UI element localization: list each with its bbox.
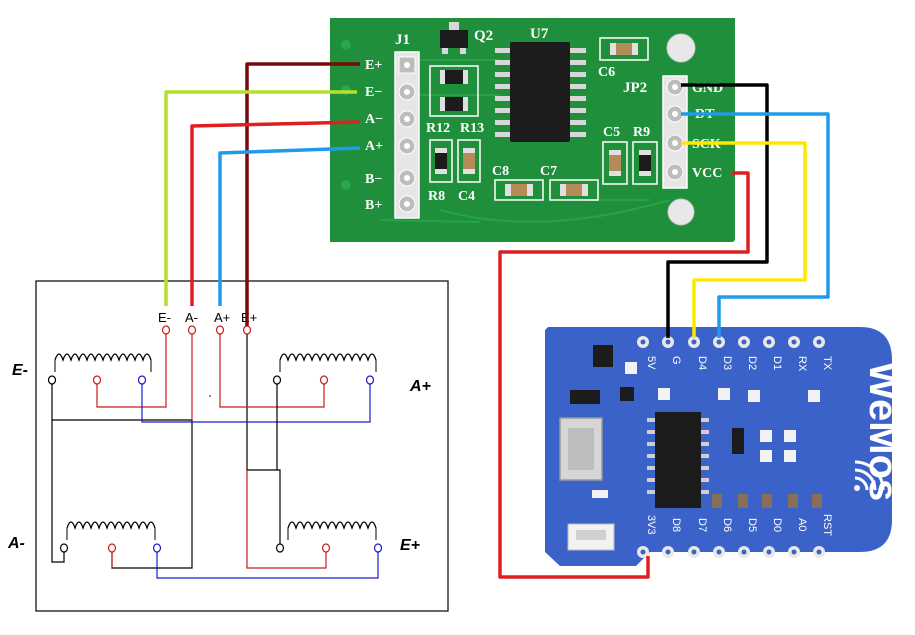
wire-e-plus [245,62,360,326]
wemos-pin-d8: D8 [670,518,682,532]
label-u7: U7 [530,26,549,42]
wemos-pin-d0: D0 [771,518,783,532]
label-r12: R12 [426,121,450,136]
wire-a-minus [190,120,361,306]
pin-label-a-minus: A− [365,112,383,127]
label-c5: C5 [603,125,620,140]
coil-bottom-left [66,521,156,531]
wire-a-plus [218,146,361,306]
coil-bottom-right [287,521,377,531]
wire-vcc [498,171,750,579]
load-cell-panel: E- A- A+ E+ E- A+ A- E+ [7,280,449,612]
wire-e-minus [164,90,357,306]
label-c6: C6 [598,65,615,80]
corner-label-bottom-left: A- [7,535,25,552]
wemos-pin-d6: D6 [721,518,733,532]
corner-label-top-right: A+ [409,378,431,395]
wire-label-a-minus: A- [185,310,198,325]
label-jp2: JP2 [623,80,647,96]
coil-top-right [279,353,377,363]
coil-top-left [54,353,152,363]
pin-label-vcc: VCC [692,166,722,181]
wemos-pin-d2: D2 [746,356,758,370]
wire-label-e-minus: E- [158,310,171,325]
pin-label-a-plus: A+ [365,139,383,154]
wemos-pin-d3: D3 [721,356,733,370]
u7-chip [495,42,586,142]
wifi-icon [854,460,885,491]
wemos-pin-tx: TX [821,356,833,371]
pin-label-e-plus: E+ [365,58,382,73]
label-c8: C8 [492,164,509,179]
wire-sck [681,141,807,338]
wire-label-a-plus: A+ [214,310,230,325]
pin-label-b-minus: B− [365,172,382,187]
label-c7: C7 [540,164,557,179]
wemos-pin-d4: D4 [696,356,708,370]
wemos-pin-d1: D1 [771,356,783,370]
wire-gnd [666,83,769,338]
wemos-board: 5V G D4 D3 D2 D1 RX TX 3V3 D8 D7 D6 D5 D… [545,327,905,566]
hx711-board: J1 E+ E− A− A+ B− B+ U7 [330,18,735,242]
wires [164,62,830,579]
wemos-pin-g: G [670,356,682,365]
label-q2: Q2 [474,28,493,44]
wire-dt [681,112,830,338]
pin-label-b-plus: B+ [365,198,382,213]
q2-transistor [440,22,468,54]
label-r8: R8 [428,189,445,204]
label-c4: C4 [458,189,475,204]
wemos-pin-5v: 5V [645,356,657,370]
wemos-pin-3v3: 3V3 [645,515,657,535]
corner-label-bottom-right: E+ [400,537,420,554]
wemos-pin-d5: D5 [746,518,758,532]
label-j1: J1 [395,32,410,48]
wemos-logo: WeMos [861,362,905,501]
corner-label-top-left: E- [12,362,28,379]
pin-label-e-minus: E− [365,85,382,100]
wemos-pin-rst: RST [821,514,833,536]
wemos-pin-d7: D7 [696,518,708,532]
label-r9: R9 [633,125,650,140]
wemos-pin-a0: A0 [796,518,808,531]
wire-label-e-plus: E+ [241,310,257,325]
label-r13: R13 [460,121,484,136]
wemos-pin-rx: RX [796,356,808,372]
